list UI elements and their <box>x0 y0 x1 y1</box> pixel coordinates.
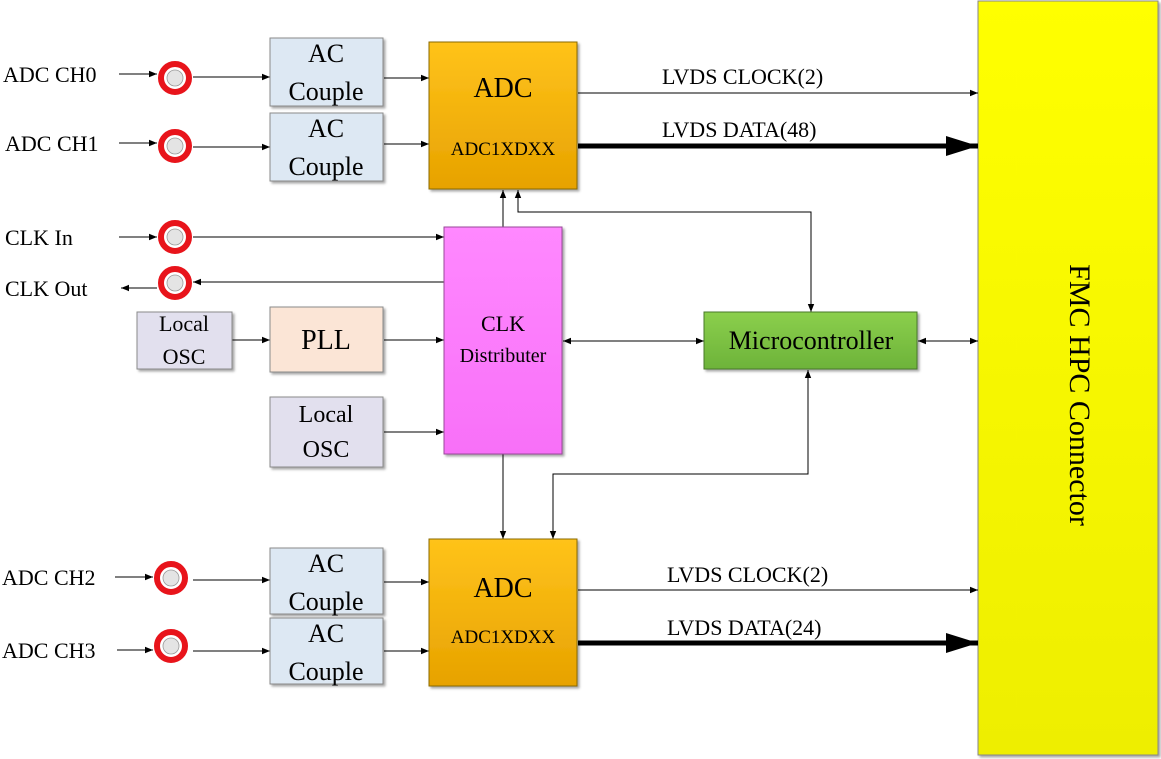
adc-top-part: ADC1XDXX <box>451 139 556 160</box>
adc-ch3-label: ADC CH3 <box>2 638 96 663</box>
ac-couple-ch3-line2: Couple <box>288 657 363 686</box>
adc-bottom: ADC ADC1XDXX <box>428 538 578 687</box>
ac-couple-ch2: AC Couple <box>269 547 384 616</box>
bottom-data-label: LVDS DATA(24) <box>667 615 821 640</box>
input-labels: ADC CH0 ADC CH1 CLK In CLK Out ADC CH2 A… <box>2 62 99 663</box>
ac-couple-ch3: AC Couple <box>269 617 384 686</box>
ac-couple-ch0: AC Couple <box>269 37 384 107</box>
local-osc-2-line1: Local <box>299 402 354 428</box>
pll-label: PLL <box>301 325 351 356</box>
clk-out-label: CLK Out <box>5 276 88 301</box>
adc-ch1-label: ADC CH1 <box>5 131 99 156</box>
clk-dist-line1: CLK <box>481 311 525 336</box>
ac-couple-ch1-line1: AC <box>308 114 344 143</box>
adc-top: ADC ADC1XDXX <box>428 41 578 190</box>
top-data-label: LVDS DATA(48) <box>662 117 816 142</box>
adc-ch0-label: ADC CH0 <box>3 62 97 87</box>
local-osc-2-line2: OSC <box>303 437 350 463</box>
local-osc-pll: Local OSC PLL Local OSC <box>136 306 384 468</box>
adc-ch2-label: ADC CH2 <box>2 565 96 590</box>
clk-in-label: CLK In <box>5 225 73 250</box>
local-osc-1-line1: Local <box>159 311 209 336</box>
ch2-connector-icon <box>154 561 188 595</box>
bottom-clock-label: LVDS CLOCK(2) <box>667 562 828 587</box>
data-buses <box>578 136 978 653</box>
clk-dist-line2: Distributer <box>460 345 547 367</box>
adc-top-title: ADC <box>473 73 532 104</box>
ac-couple-ch3-line1: AC <box>308 619 344 648</box>
ch1-connector-icon <box>158 129 192 163</box>
ac-couple-ch2-line1: AC <box>308 549 344 578</box>
ac-couple-ch2-line2: Couple <box>288 587 363 616</box>
microcontroller-label: Microcontroller <box>729 326 894 355</box>
local-osc-1-line2: OSC <box>163 344 206 369</box>
adc-bottom-part: ADC1XDXX <box>451 627 556 648</box>
ac-couple-ch1-line2: Couple <box>288 152 363 181</box>
clk-out-connector-icon <box>158 266 192 300</box>
clk-distributer: CLK Distributer <box>443 226 563 455</box>
adc-bottom-title: ADC <box>473 573 532 604</box>
ac-couple-blocks: AC Couple AC Couple AC Couple AC Couple <box>269 37 384 686</box>
signal-labels: LVDS CLOCK(2) LVDS DATA(48) LVDS CLOCK(2… <box>662 64 828 640</box>
ac-couple-ch1: AC Couple <box>269 112 384 182</box>
ac-couple-ch0-line1: AC <box>308 39 344 68</box>
wires <box>115 70 978 655</box>
connectors <box>154 61 192 663</box>
ch3-connector-icon <box>154 629 188 663</box>
clk-in-connector-icon <box>158 220 192 254</box>
top-clock-label: LVDS CLOCK(2) <box>662 64 823 89</box>
ac-couple-ch0-line2: Couple <box>288 77 363 106</box>
fmc-label: FMC HPC Connector <box>1063 264 1096 526</box>
microcontroller: Microcontroller <box>703 311 918 370</box>
fmc-hpc-connector: FMC HPC Connector <box>977 0 1159 756</box>
ch0-connector-icon <box>158 61 192 95</box>
